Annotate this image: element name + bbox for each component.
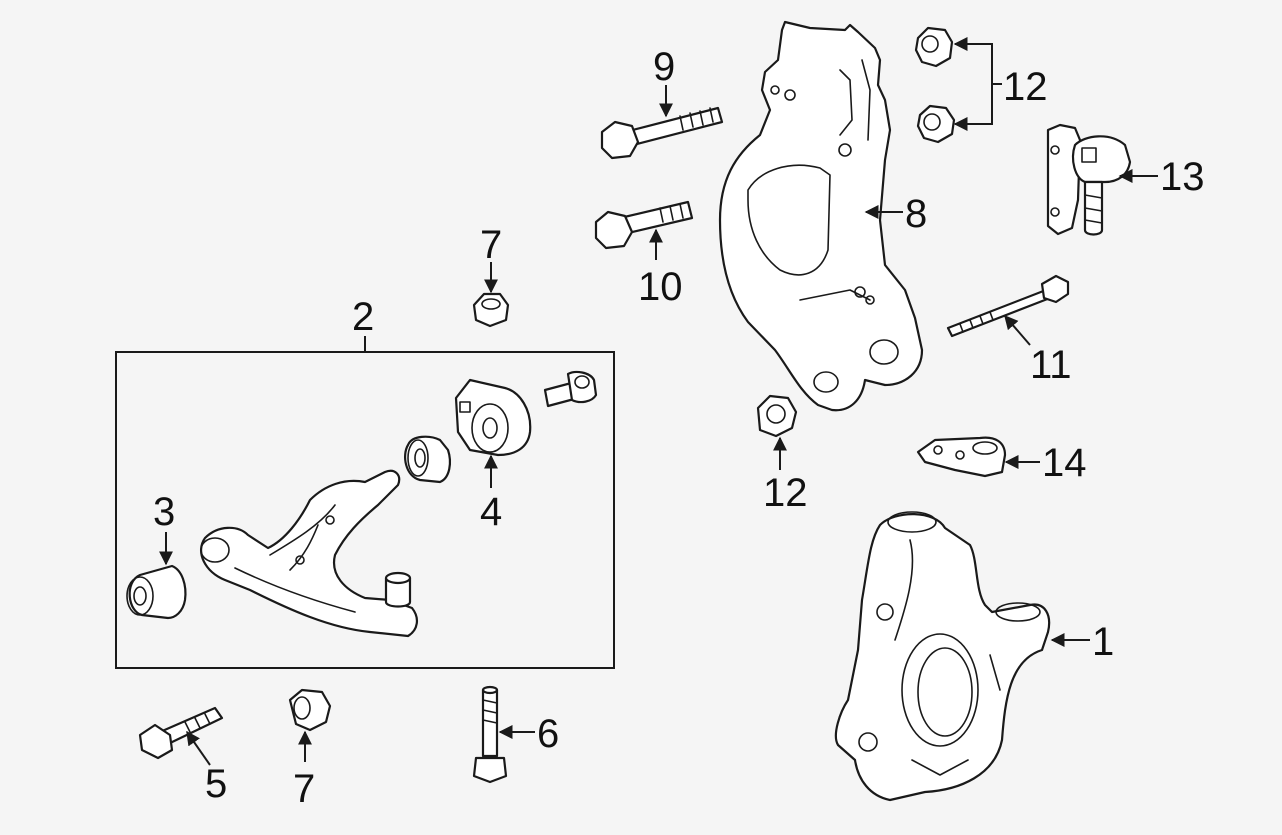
callout-6-label: 6 — [537, 712, 559, 756]
callout-7-upper-label: 7 — [480, 223, 502, 267]
flange-nut-part-7-upper[interactable] — [472, 292, 510, 328]
callout-3-label: 3 — [153, 490, 175, 534]
bushing-part-4[interactable] — [454, 378, 532, 457]
bushing-part-3[interactable] — [126, 564, 187, 620]
nut-part-12-top[interactable] — [914, 26, 954, 68]
callout-1-label: 1 — [1092, 620, 1114, 664]
washer-part[interactable] — [404, 435, 451, 484]
nut-part-12-middle[interactable] — [916, 104, 956, 144]
flange-nut-part-7-lower[interactable] — [288, 688, 332, 732]
callout-13-label: 13 — [1160, 155, 1205, 199]
bolt-part-6[interactable] — [472, 685, 508, 784]
callout-9-label: 9 — [653, 45, 675, 89]
nut-part-12-lower[interactable] — [756, 394, 798, 438]
callout-4-label: 4 — [480, 490, 502, 534]
bolt-part-10[interactable] — [594, 200, 694, 250]
callout-12-top-bracket — [955, 43, 993, 125]
callout-5-label: 5 — [205, 762, 227, 806]
callout-12-lower-label: 12 — [763, 471, 808, 515]
callout-11-label: 11 — [1030, 343, 1072, 387]
bolt-part-9[interactable] — [600, 106, 724, 160]
callout-14-label: 14 — [1042, 441, 1087, 485]
ball-joint-part-13[interactable] — [1046, 123, 1132, 236]
callout-8-label: 8 — [905, 192, 927, 236]
bracket-part-8[interactable] — [718, 20, 924, 412]
callout-12-top-label: 12 — [1003, 65, 1048, 109]
steering-knuckle-part[interactable] — [834, 511, 1051, 802]
lower-control-arm-part[interactable] — [199, 469, 418, 638]
callout-5-leader — [186, 730, 211, 766]
callout-11-leader — [1004, 314, 1031, 346]
bracket-part-14[interactable] — [916, 436, 1007, 478]
bolt-part-5[interactable] — [138, 706, 224, 760]
arm-bolt-part[interactable] — [543, 370, 598, 408]
callout-10-label: 10 — [638, 265, 683, 309]
bolt-part-11[interactable] — [946, 274, 1070, 338]
callout-7-lower-label: 7 — [293, 767, 315, 811]
callout-2-label: 2 — [352, 295, 374, 339]
